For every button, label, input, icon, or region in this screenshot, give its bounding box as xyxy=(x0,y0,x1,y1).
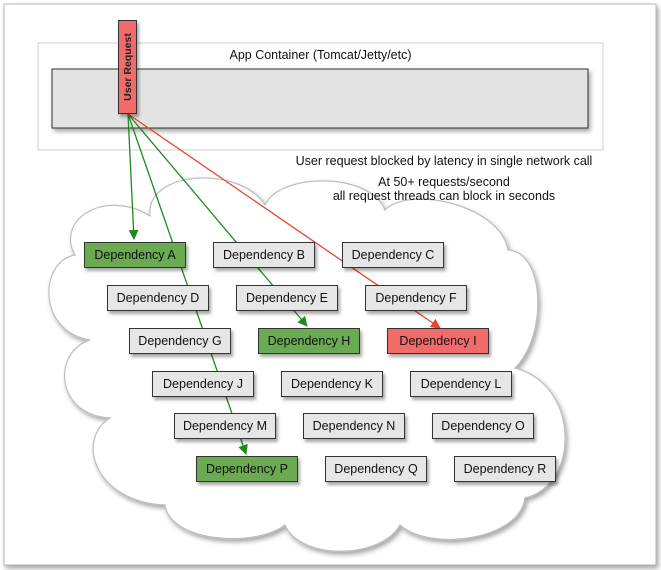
app-container-title: App Container (Tomcat/Jetty/etc) xyxy=(229,48,412,62)
dependency-k: Dependency K xyxy=(281,371,383,397)
dependency-q: Dependency Q xyxy=(325,456,427,482)
note-line-2: At 50+ requests/second xyxy=(378,175,510,189)
dependency-j: Dependency J xyxy=(152,371,254,397)
user-request-label: User Request xyxy=(121,33,134,101)
dependency-g: Dependency G xyxy=(129,328,231,354)
note-line-3: all request threads can block in seconds xyxy=(332,189,556,203)
arrow-to-dependency-p xyxy=(127,113,248,455)
dependency-n: Dependency N xyxy=(303,413,405,439)
dependency-h: Dependency H xyxy=(258,328,360,354)
note-line-1: User request blocked by latency in singl… xyxy=(295,154,593,168)
app-container-bar xyxy=(51,68,589,129)
dependency-cloud xyxy=(48,177,566,552)
dependency-c: Dependency C xyxy=(342,242,444,268)
user-request-box: User Request xyxy=(118,20,137,114)
dependency-e: Dependency E xyxy=(236,285,338,311)
dependency-d: Dependency D xyxy=(107,285,209,311)
dependency-l: Dependency L xyxy=(410,371,512,397)
dependency-p: Dependency P xyxy=(196,456,298,482)
arrow-to-dependency-a xyxy=(127,113,139,240)
dependency-b: Dependency B xyxy=(213,242,315,268)
dependency-i: Dependency I xyxy=(387,328,489,354)
dependency-r: Dependency R xyxy=(454,456,556,482)
dependency-o: Dependency O xyxy=(432,413,534,439)
dependency-a: Dependency A xyxy=(84,242,186,268)
dependency-m: Dependency M xyxy=(174,413,276,439)
dependency-f: Dependency F xyxy=(365,285,467,311)
